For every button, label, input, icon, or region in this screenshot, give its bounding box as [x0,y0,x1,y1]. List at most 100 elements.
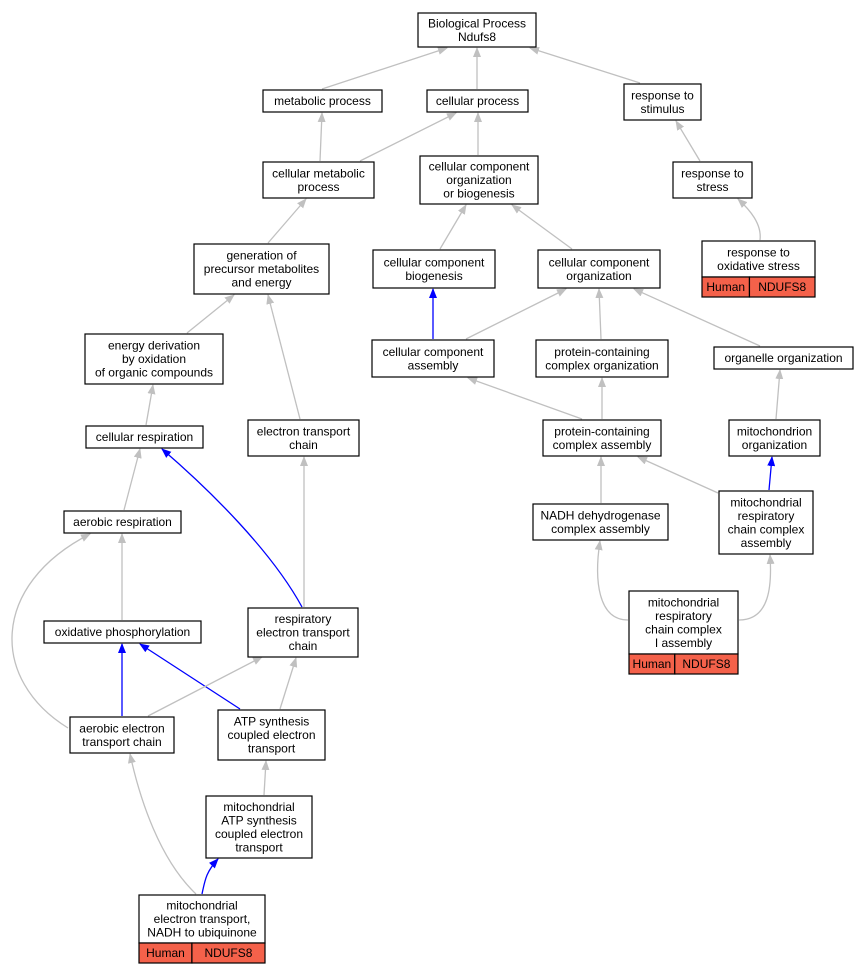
node-box [247,419,360,457]
node-label-line: complex assembly [551,522,650,536]
node-box [63,510,182,534]
edge-mrcc1-to-nadh [594,540,629,621]
node-label-line: cellular metabolic [272,166,365,180]
node-label-line: cellular component [549,255,650,269]
node-label-line: oxidative stress [717,259,800,273]
node-box [535,339,669,378]
node-label-line: protein-containing [554,424,649,438]
node-label-line: complex organization [545,358,658,372]
node-label-line: chain [289,639,318,653]
node-label-line: metabolic process [274,94,371,108]
node-label-line: complex assembly [553,438,652,452]
node-box [701,240,816,278]
gene-label: NDUFS8 [204,946,252,960]
species-label: Human [146,946,185,960]
gene-tag-cell [191,942,266,964]
go-term-node-cellular[interactable]: cellular process [426,89,529,113]
node-label-line: mitochondrial [223,800,294,814]
node-label-line: mitochondrial [730,495,801,509]
node-label-line: chain complex [728,522,805,536]
go-term-node-metabolic[interactable]: metabolic process [262,89,383,113]
node-label-line: aerobic respiration [73,515,172,529]
node-label-line: transport [235,840,283,854]
edge-matpset-to-atpset [261,760,270,796]
node-label-line: process [297,180,339,194]
node-label-line: biogenesis [405,269,462,283]
node-label-line: electron transport, [154,912,251,926]
node-label-line: mitochondrion [737,424,812,438]
edge-cellresp-to-energyder [145,384,156,426]
species-label: Human [633,657,672,671]
node-label-line: chain [289,438,318,452]
node-label-line: cellular process [436,94,519,108]
node-label-line: precursor metabolites [204,262,319,276]
node-label-line: response to [727,245,790,259]
node-label-line: transport [248,742,296,756]
species-label: Human [706,280,745,294]
node-box [728,419,821,457]
edge-metnadh-to-aetc [128,753,197,895]
edge-atpset-to-oxphos [139,643,241,710]
node-box [217,709,326,761]
node-box [247,607,359,658]
node-label-line: and energy [231,276,291,290]
node-label-line: response to [681,166,744,180]
node-box [426,89,529,113]
edge-ccbio-to-ccob [439,204,467,250]
node-label-line: protein-containing [554,345,649,359]
node-label-line: coupled electron [227,728,315,742]
edge-mrcc1-to-mrcca [738,554,775,621]
node-box [419,155,539,205]
node-label-line: energy derivation [108,339,200,353]
node-box [371,339,495,378]
node-box [262,161,375,199]
gene-label: NDUFS8 [758,280,806,294]
node-label-line: organization [566,269,631,283]
node-box [417,12,537,48]
node-box [85,425,204,449]
node-box [372,249,496,289]
go-term-node-cellresp[interactable]: cellular respiration [85,425,204,449]
node-label-line: stress [696,180,728,194]
edge-ccorg-to-ccob [511,204,573,250]
edge-mitoorg-to-orgorg [775,369,784,420]
node-label-line: respiratory [738,509,795,523]
go-term-node-oxphos[interactable]: oxidative phosphorylation [43,620,202,644]
edge-orgorg-to-ccorg [633,288,761,347]
edge-atpset-to-retc [279,657,298,710]
edge-retc-to-cellresp [161,448,303,608]
node-box [542,419,662,457]
node-box [84,333,224,385]
node-box [537,249,661,289]
node-label-line: generation of [226,249,297,263]
node-label-line: of organic compounds [95,366,213,380]
node-label-line: Biological Process [428,16,526,30]
go-term-node-aerobic[interactable]: aerobic respiration [63,510,182,534]
go-term-node-orgorg[interactable]: organelle organization [713,346,854,370]
node-box [205,795,313,859]
